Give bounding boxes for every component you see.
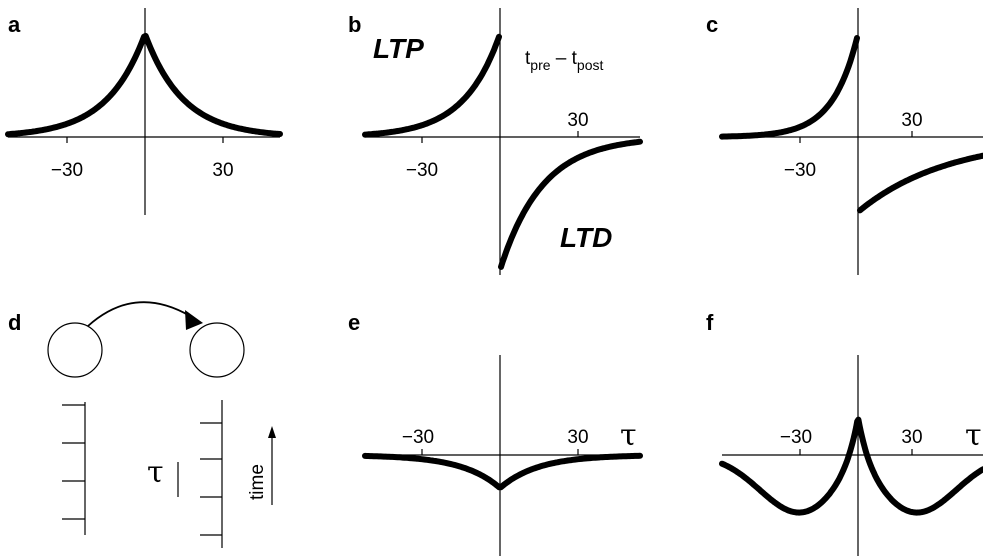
panel-b: b −30 30 LTP LTD tpre – tpost [348, 8, 643, 275]
t-post-letter: t [572, 48, 578, 69]
minus-sign: – [551, 48, 572, 69]
tick-label-a-pos30: 30 [212, 160, 233, 181]
ltd-label: LTD [560, 222, 612, 253]
presynaptic-neuron [47, 322, 103, 378]
postsynaptic-neuron [189, 322, 245, 378]
panel-d: d τ time [8, 301, 276, 548]
panel-c: c −30 30 [706, 8, 983, 275]
tick-label-b-pos30: 30 [567, 110, 588, 131]
tau-symbol-d: τ [147, 455, 164, 490]
time-label: time [247, 464, 268, 500]
panel-f: f −30 30 τ [706, 310, 983, 556]
tick-label-b-neg30: −30 [406, 160, 438, 181]
arrowhead-icon [185, 310, 203, 330]
curve-c-ltd [857, 152, 983, 214]
curve-c-ltp [719, 35, 860, 140]
synapse-arrow-line [87, 301, 191, 327]
curve-a-symmetric [5, 32, 283, 138]
tau-axis-label-f: τ [965, 418, 982, 453]
time-arrowhead-icon [268, 426, 276, 438]
panel-label-c: c [706, 12, 718, 37]
curve-b-ltp [362, 33, 502, 138]
tick-label-f-neg30: −30 [780, 427, 812, 448]
panel-label-a: a [8, 12, 21, 37]
panel-a: a −30 30 [5, 8, 283, 215]
panel-e: e −30 30 τ [348, 310, 643, 556]
panel-label-b: b [348, 12, 361, 37]
ltp-label: LTP [373, 33, 424, 64]
tau-axis-label-e: τ [620, 418, 637, 453]
tick-label-c-neg30: −30 [784, 160, 816, 181]
curve-e-correlation [362, 452, 643, 491]
curve-b-ltd [498, 138, 643, 270]
tick-label-c-pos30: 30 [901, 110, 922, 131]
panel-label-d: d [8, 310, 21, 335]
tick-label-f-pos30: 30 [901, 427, 922, 448]
curve-f-correlation [719, 416, 983, 516]
pre-subscript: pre [530, 57, 550, 73]
t-pre-letter: t [525, 48, 531, 69]
tick-label-a-neg30: −30 [51, 160, 83, 181]
tpre-tpost-label: tpre – tpost [525, 48, 603, 73]
tick-label-e-neg30: −30 [402, 427, 434, 448]
post-subscript: post [577, 57, 604, 73]
panel-label-e: e [348, 310, 360, 335]
panel-label-f: f [706, 310, 714, 335]
tick-label-e-pos30: 30 [567, 427, 588, 448]
